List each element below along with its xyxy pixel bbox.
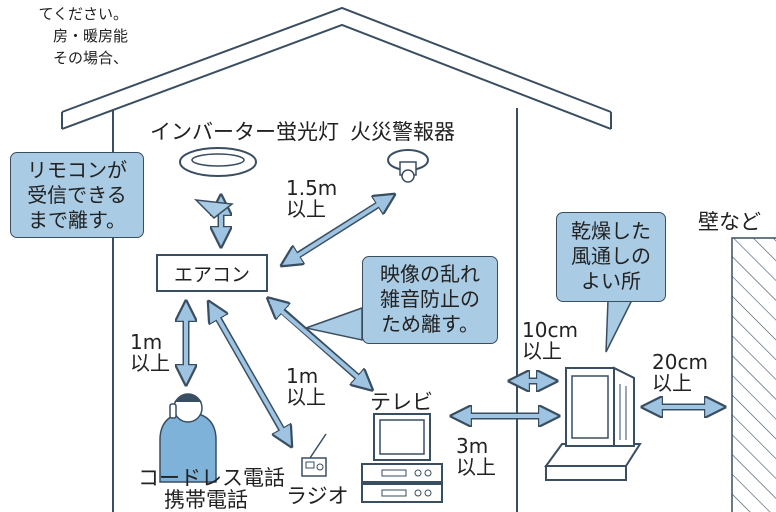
callout-line: リモコンが bbox=[27, 158, 127, 182]
callout-line: 風通しの bbox=[571, 244, 651, 268]
aircon-label: エアコン bbox=[173, 263, 250, 286]
distance-suffix: 以上 bbox=[456, 455, 496, 479]
distance-value: 1m bbox=[286, 364, 319, 388]
intro-line: その場合、 bbox=[52, 49, 128, 67]
tv-large-icon bbox=[544, 366, 642, 481]
fire-alarm-label: 火災警報器 bbox=[350, 120, 455, 144]
distance-value: 10cm bbox=[522, 318, 578, 342]
ceiling-light-icon bbox=[179, 147, 257, 177]
callout-line: 受信できる bbox=[27, 183, 127, 207]
distance-suffix: 以上 bbox=[130, 351, 170, 375]
intro-text: てください。 房・暖房能 その場合、 bbox=[0, 4, 128, 74]
distance-suffix: 以上 bbox=[522, 339, 562, 363]
cordless-phone-label: コードレス電話 bbox=[138, 466, 285, 490]
distance-value: 1.5m bbox=[286, 176, 338, 200]
distance-wall: 20cm 以上 bbox=[652, 352, 708, 394]
distance-value: 1m bbox=[130, 330, 163, 354]
tv-small-icon bbox=[361, 413, 443, 503]
distance-tv-back: 10cm 以上 bbox=[522, 320, 578, 362]
distance-suffix: 以上 bbox=[286, 385, 326, 409]
distance-value: 3m bbox=[456, 434, 489, 458]
radio-label: ラジオ bbox=[286, 484, 349, 508]
wall-label: 壁など bbox=[698, 210, 761, 234]
phone-person-icon bbox=[159, 393, 217, 483]
mobile-phone-label: 携帯電話 bbox=[164, 488, 248, 512]
distance-fire-alarm: 1.5m 以上 bbox=[286, 178, 337, 220]
tv-label: テレビ bbox=[370, 390, 433, 414]
distance-tv: 3m 以上 bbox=[456, 436, 496, 478]
aircon-box: エアコン bbox=[156, 254, 268, 292]
distance-phone: 1m 以上 bbox=[130, 332, 170, 374]
fire-alarm-icon bbox=[387, 149, 429, 183]
callout-line: ため離す。 bbox=[381, 312, 479, 336]
distance-value: 20cm bbox=[652, 350, 708, 374]
callout-tail-dry bbox=[605, 299, 634, 353]
intro-line: 房・暖房能 bbox=[52, 27, 128, 45]
callout-line: よい所 bbox=[581, 269, 641, 293]
callout-line: 映像の乱れ bbox=[380, 262, 480, 286]
distance-radio: 1m 以上 bbox=[286, 366, 326, 408]
inverter-light-label: インバーター蛍光灯 bbox=[150, 120, 339, 144]
distance-suffix: 以上 bbox=[286, 197, 326, 221]
callout-interference: 映像の乱れ 雑音防止の ため離す。 bbox=[362, 256, 498, 344]
radio-icon bbox=[301, 433, 327, 477]
callout-remote: リモコンが 受信できる まで離す。 bbox=[10, 152, 144, 238]
callout-line: 乾燥した bbox=[571, 219, 651, 243]
wall-hatch bbox=[731, 237, 776, 512]
intro-line: てください。 bbox=[38, 5, 128, 23]
callout-dry-place: 乾燥した 風通しの よい所 bbox=[556, 212, 666, 302]
house-outline bbox=[61, 6, 612, 512]
distance-suffix: 以上 bbox=[652, 371, 692, 395]
callout-line: 雑音防止の bbox=[380, 287, 480, 311]
callout-line: まで離す。 bbox=[28, 208, 126, 232]
callout-tail-remote bbox=[193, 199, 234, 219]
